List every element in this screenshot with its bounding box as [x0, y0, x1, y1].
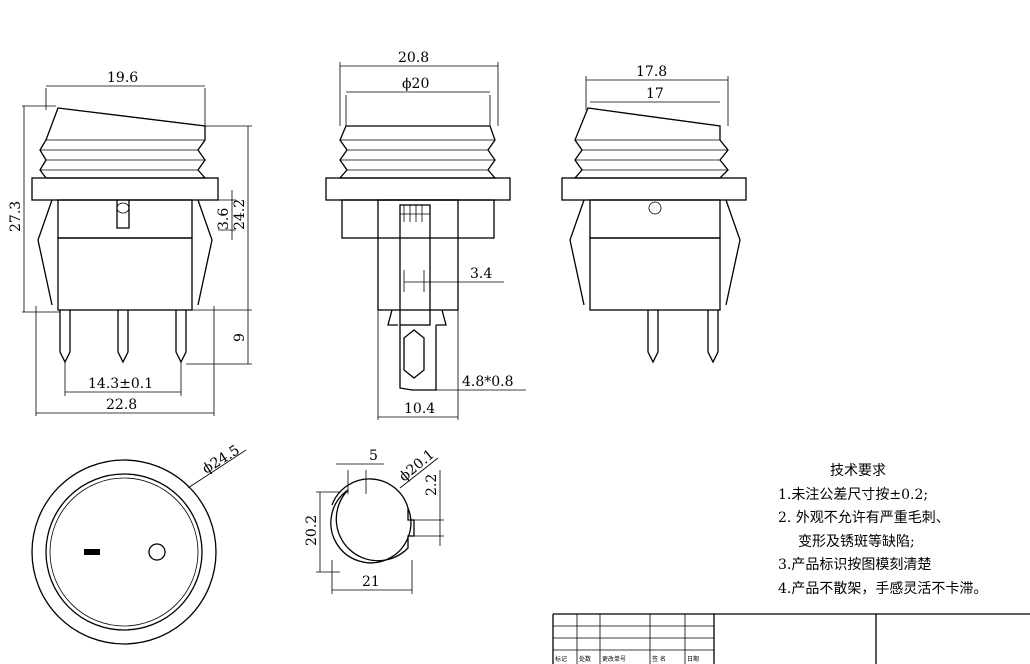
tb-cell-date: 日期: [687, 655, 699, 663]
dim-pin-length: 9: [232, 333, 248, 342]
note-item: 3.产品标识按图模刻清楚: [778, 557, 932, 573]
dim-terminal-size: 4.8*0.8: [462, 374, 514, 390]
panel-cutout: 5 ϕ20.1 2.2 20.2 21: [304, 447, 444, 594]
dim-terminal-width: 3.4: [470, 266, 492, 282]
dim-right-width-outer: 17.8: [636, 64, 667, 80]
dim-cutout-notch: 2.2: [424, 474, 440, 496]
dim-side-diameter: ϕ20: [402, 76, 429, 92]
dim-side-width: 20.8: [398, 50, 429, 66]
dim-flange-width: 22.8: [106, 397, 137, 413]
side-view: 20.8 ϕ20 3.4 4.8*0.8 10.4: [325, 50, 526, 420]
notes-title: 技术要求: [830, 463, 886, 479]
top-view: ϕ24.5: [31, 442, 247, 645]
dim-right-width-inner: 17: [646, 86, 664, 102]
dim-top-diameter: ϕ24.5: [200, 442, 243, 477]
off-mark: [84, 549, 100, 555]
dim-base-width: 10.4: [404, 401, 435, 417]
tb-cell-change: 更改单号: [602, 655, 626, 663]
note-item: 变形及锈斑等缺陷;: [798, 533, 915, 550]
title-block: 标记 处数 更改单号 签 名 日期: [552, 613, 1030, 664]
dim-front-height: 27.3: [8, 201, 24, 232]
tb-cell-count: 处数: [579, 655, 591, 663]
right-view: 17.8 17: [561, 64, 747, 364]
dim-cutout-key: 5: [369, 448, 378, 464]
dim-front-offset: 3.6: [216, 208, 232, 230]
dim-pin-spacing: 14.3±0.1: [88, 376, 153, 392]
dim-front-body-height: 24.2: [232, 199, 248, 230]
note-item: 2. 外观不允许有严重毛刺、: [778, 510, 950, 526]
dim-cutout-width: 21: [362, 574, 380, 590]
note-item: 1.未注公差尺寸按±0.2;: [778, 486, 929, 503]
front-view: 19.6 27.3 24.2 3.6 9 14.3±0.1 22.8: [8, 70, 252, 416]
tb-cell-sign: 签 名: [652, 655, 666, 663]
dim-front-width: 19.6: [107, 70, 138, 86]
dim-cutout-height: 20.2: [304, 515, 320, 546]
tb-cell-mark: 标记: [555, 655, 567, 663]
technical-notes: 技术要求 1.未注公差尺寸按±0.2; 2. 外观不允许有严重毛刺、 变形及锈斑…: [778, 460, 1028, 601]
note-item: 4.产品不散架，手感灵活不卡滞。: [778, 580, 988, 597]
